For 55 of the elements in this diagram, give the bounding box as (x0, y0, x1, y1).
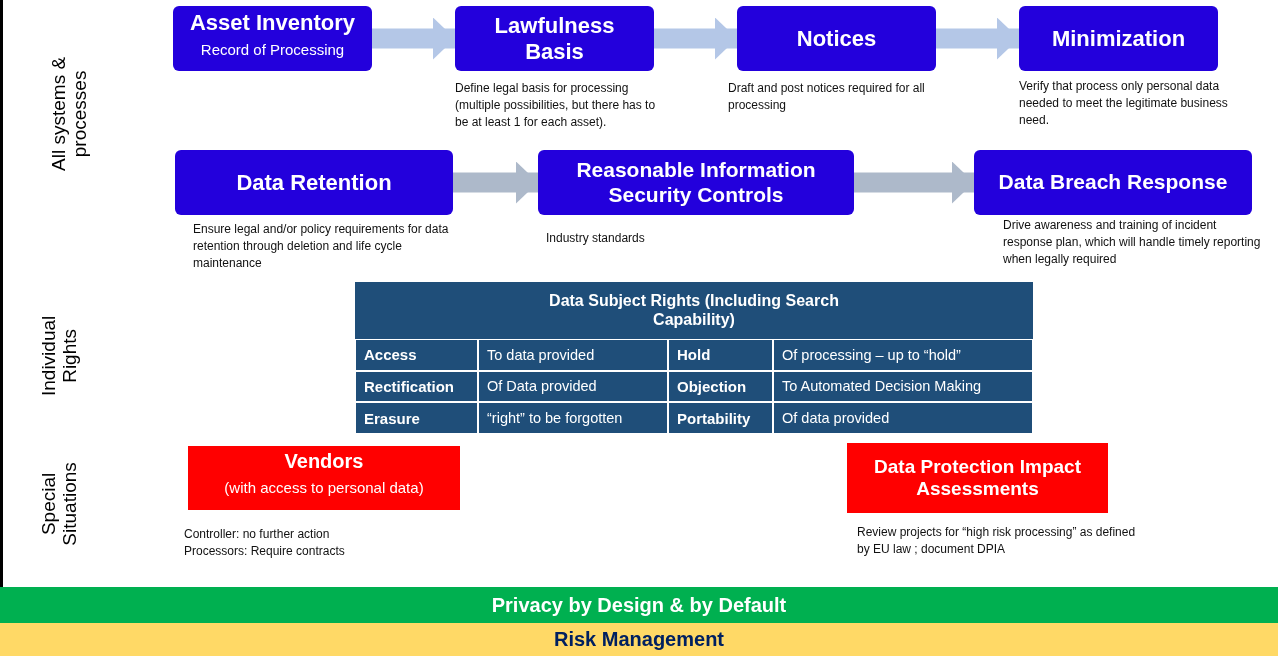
box-title: Risk Management (553, 628, 725, 651)
table-header (355, 282, 1033, 339)
process-box (455, 6, 654, 71)
arrow (372, 17, 455, 60)
table-cell: Access (355, 339, 478, 371)
situation-box (847, 443, 1108, 513)
table-cell: To data provided (478, 339, 668, 371)
arrow (654, 17, 737, 60)
arrow (936, 17, 1019, 60)
box-title: Asset Inventory (189, 10, 356, 36)
process-box (173, 6, 372, 71)
box-title: Reasonable Information Security Controls (575, 158, 817, 207)
process-box (974, 150, 1252, 215)
table-cell: Of processing – up to “hold” (773, 339, 1033, 371)
table-cell: Erasure (355, 402, 478, 434)
description-text: Verify that process only personal data needed to meet the legitimate business need. (1019, 78, 1229, 129)
table-cell: Rectification (355, 370, 478, 402)
box-title: Minimization (1051, 25, 1186, 52)
box-subtitle: Record of Processing (200, 41, 345, 59)
box-title: Notices (796, 25, 877, 52)
table-cell: To Automated Decision Making (773, 370, 1033, 402)
row-heading: Individual Rights (39, 314, 81, 399)
process-box (1019, 6, 1218, 71)
foundation-band (0, 587, 1278, 623)
row-heading: All systems & processes (49, 55, 91, 173)
table-cell: Of data provided (773, 402, 1033, 434)
description-text: Draft and post notices required for all processing (728, 80, 926, 114)
box-title: Vendors (284, 450, 364, 473)
row-heading: Special Situations (39, 461, 81, 548)
description-text: Controller: no further action (184, 526, 331, 543)
description-text: Industry standards (546, 230, 646, 247)
arrow (453, 161, 538, 204)
description-text: Define legal basis for processing (multiple possibilities, but there has to be at least 1 for each asset). (455, 80, 657, 131)
box-subtitle: (with access to personal data) (224, 479, 424, 496)
process-box (538, 150, 854, 215)
table-cell: Objection (668, 370, 773, 402)
table-cell: “right” to be forgotten (478, 402, 668, 434)
arrow (854, 161, 974, 204)
description-text: Ensure legal and/or policy requirements for data retention through deletion and life cycle maintenance (193, 221, 450, 272)
box-title: Privacy by Design & by Default (491, 593, 787, 617)
description-text: Drive awareness and training of incident response plan, which will handle timely reporting when legally required (1003, 217, 1262, 268)
foundation-band (0, 623, 1278, 656)
table-cell: Of Data provided (478, 370, 668, 402)
box-title: Lawfulness Basis (493, 13, 616, 64)
box-title: Data Subject Rights (Including Search Capability) (548, 292, 840, 329)
table-cell: Hold (668, 339, 773, 371)
process-box (175, 150, 453, 215)
box-title: Data Protection Impact Assessments (873, 456, 1082, 500)
box-title: Data Breach Response (998, 170, 1228, 195)
box-title: Data Retention (236, 169, 392, 196)
table-cell: Portability (668, 402, 773, 434)
situation-box (188, 446, 460, 510)
description-text: Processors: Require contracts (184, 543, 346, 560)
description-text: Review projects for “high risk processing” as defined by EU law ; document DPIA (857, 524, 1137, 558)
process-box (737, 6, 936, 71)
